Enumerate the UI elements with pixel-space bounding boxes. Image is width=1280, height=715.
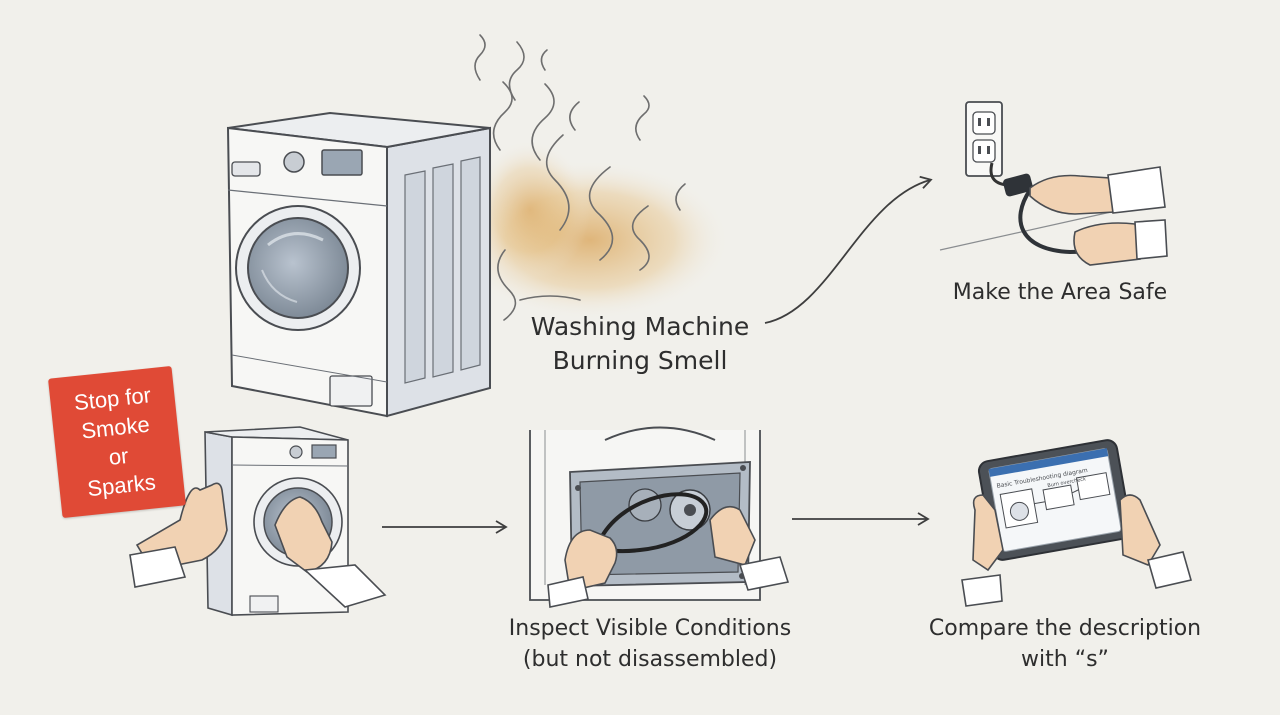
hand-icon <box>1029 166 1168 266</box>
smoke-icon <box>450 34 730 321</box>
make-safe-text: Make the Area Safe <box>952 280 1168 305</box>
washing-machine-icon <box>226 111 491 418</box>
inspect-line-1: Inspect Visible Conditions <box>508 616 792 641</box>
wall-outlet-icon <box>939 101 1121 251</box>
arrow-icon <box>764 175 933 324</box>
power-plug-icon <box>989 162 1161 255</box>
compare-label: Compare the description with “s” <box>910 613 1220 675</box>
hand-icon <box>547 505 790 608</box>
make-safe-label: Make the Area Safe <box>920 276 1200 310</box>
stop-badge-text: Stop for Smoke or Sparks <box>49 378 184 506</box>
compare-line-2: with “s” <box>1021 647 1109 672</box>
hand-icon <box>129 482 387 608</box>
title-line-2: Burning Smell <box>552 346 728 375</box>
hand-icon <box>961 494 1193 607</box>
compare-line-1: Compare the description <box>928 616 1202 641</box>
inspect-label: Inspect Visible Conditions (but not disa… <box>490 613 810 675</box>
diagram-title: Washing Machine Burning Smell <box>520 310 760 378</box>
title-line-1: Washing Machine <box>530 312 750 341</box>
stop-badge: Stop for Smoke or Sparks <box>48 365 186 519</box>
tablet-icon: Basic Troubleshooting diagram Burn overc… <box>977 439 1133 561</box>
inspect-line-2: (but not disassembled) <box>522 647 778 672</box>
